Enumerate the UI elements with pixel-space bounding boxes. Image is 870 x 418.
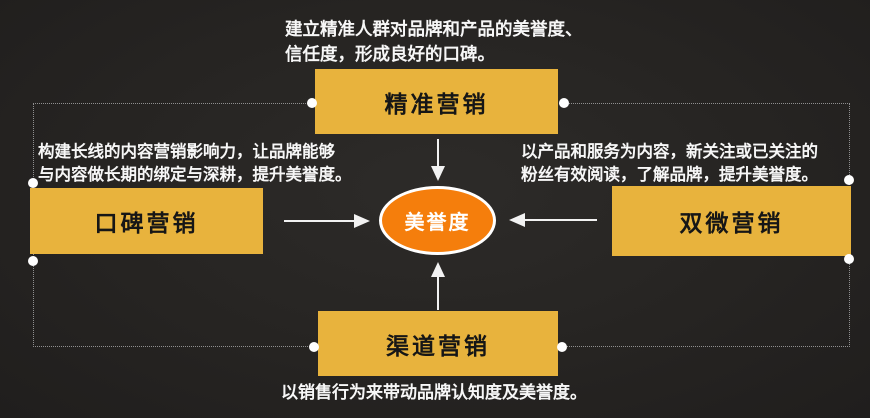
connector-dot-left-box-top: [28, 178, 38, 188]
connector-dot-bottom-box-right: [557, 342, 567, 352]
note-left: 构建长线的内容营销影响力，让品牌能够 与内容做长期的绑定与深耕，提升美誉度。: [38, 140, 352, 186]
node-channel-marketing-label: 渠道营销: [386, 333, 490, 360]
center-reputation-ellipse: 美誉度: [379, 186, 496, 255]
connector-dot-right-box-top: [844, 175, 854, 185]
note-right-line2: 粉丝有效阅读，了解品牌，提升美誉度。: [521, 165, 818, 184]
node-word-of-mouth-marketing-label: 口碑营销: [94, 211, 199, 237]
note-left-line1: 构建长线的内容营销影响力，让品牌能够: [38, 142, 335, 161]
note-top: 建立精准人群对品牌和产品的美誉度、 信任度，形成良好的口碑。: [285, 18, 583, 68]
note-right-line1: 以产品和服务为内容，新关注或已关注的: [521, 142, 818, 161]
note-right: 以产品和服务为内容，新关注或已关注的 粉丝有效阅读，了解品牌，提升美誉度。: [521, 140, 818, 186]
note-bottom-line1: 以销售行为来带动品牌认知度及美誉度。: [281, 383, 587, 403]
node-weibo-wechat-marketing-label: 双微营销: [679, 211, 784, 237]
node-word-of-mouth-marketing: 口碑营销: [30, 188, 263, 254]
note-bottom: 以销售行为来带动品牌认知度及美誉度。: [281, 381, 587, 405]
node-precision-marketing: 精准营销: [315, 69, 558, 134]
center-reputation-label: 美誉度: [404, 210, 471, 234]
connector-dot-top-box-right: [559, 98, 569, 108]
connector-dot-top-box-left: [307, 98, 317, 108]
connector-dot-bottom-box-left: [309, 342, 319, 352]
note-top-line2: 信任度，形成良好的口碑。: [285, 45, 495, 65]
note-top-line1: 建立精准人群对品牌和产品的美誉度、: [285, 20, 583, 40]
connector-dot-right-box-bottom: [844, 254, 854, 264]
node-precision-marketing-label: 精准营销: [384, 91, 489, 118]
node-channel-marketing: 渠道营销: [318, 311, 558, 376]
node-weibo-wechat-marketing: 双微营销: [612, 186, 851, 256]
connector-dot-left-box-bottom: [28, 256, 38, 266]
note-left-line2: 与内容做长期的绑定与深耕，提升美誉度。: [38, 165, 352, 184]
